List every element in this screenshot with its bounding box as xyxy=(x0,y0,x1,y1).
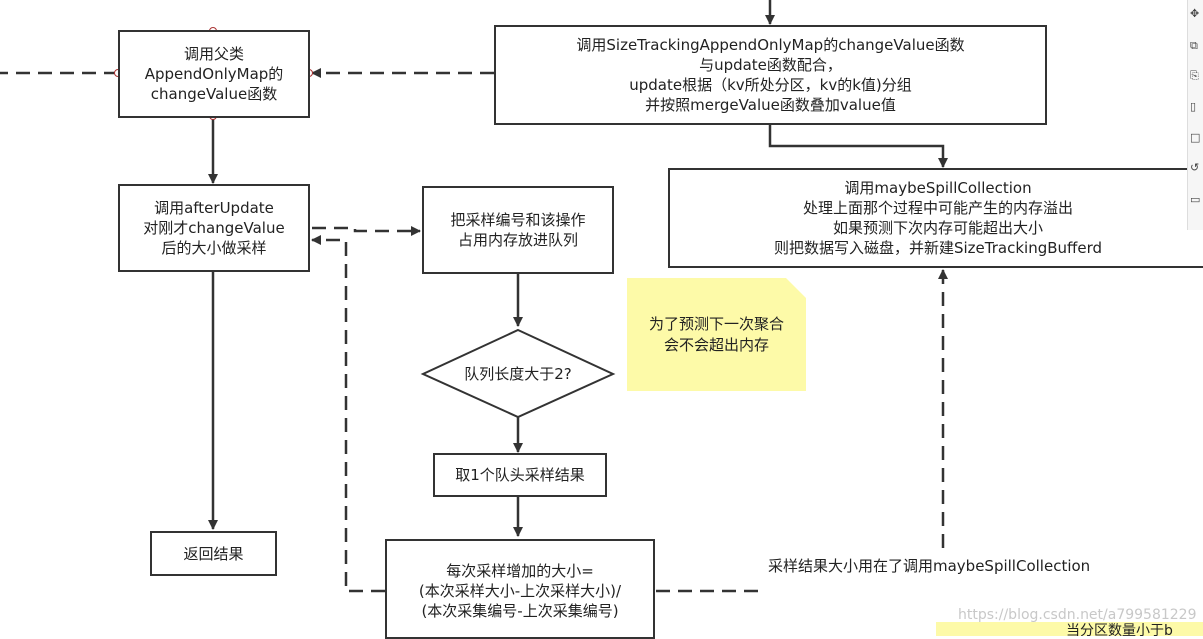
dequeue-box[interactable]: 取1个队头采样结果 xyxy=(433,453,607,497)
watermark: https://blog.csdn.net/a799581229 xyxy=(958,607,1197,623)
call-size-tracking-box[interactable]: 调用SizeTrackingAppendOnlyMap的changeValue函… xyxy=(494,25,1047,125)
after-update-line-2: 对刚才changeValue xyxy=(143,219,285,237)
growth-line-2: (本次采样大小-上次采样大小)/ xyxy=(418,582,622,600)
edge-size-tracking-to-maybe-spill xyxy=(768,125,948,168)
after-update-line-1: 调用afterUpdate xyxy=(154,199,274,217)
sticky-note[interactable]: 为了预测下一次聚合 会不会超出内存 xyxy=(627,278,806,391)
call-parent-line-1: 调用父类 xyxy=(183,45,244,63)
after-update-box[interactable]: 调用afterUpdate 对刚才changeValue 后的大小做采样 xyxy=(118,184,310,272)
frame-icon[interactable]: ▯ xyxy=(1190,100,1197,113)
maybe-spill-line-2: 处理上面那个过程中可能产生的内存溢出 xyxy=(802,199,1073,217)
call-maybe-spill-box[interactable]: 调用maybeSpillCollection 处理上面那个过程中可能产生的内存溢… xyxy=(668,168,1203,268)
enqueue-line-2: 占用内存放进队列 xyxy=(457,231,578,249)
note-line-2: 会不会超出内存 xyxy=(663,335,769,354)
page-icon[interactable]: □ xyxy=(1190,131,1201,144)
size-tracking-line-3: update根据（kv所处分区，kv的k值)分组 xyxy=(629,76,912,94)
return-result-box[interactable]: 返回结果 xyxy=(150,531,277,576)
copy-icon[interactable]: ⧉ xyxy=(1190,39,1198,52)
comment-icon[interactable]: ▭ xyxy=(1190,193,1201,206)
maybe-spill-line-3: 如果预测下次内存可能超出大小 xyxy=(832,219,1043,237)
growth-line-3: (本次采集编号-上次采集编号) xyxy=(421,602,619,620)
call-parent-line-3: changeValue函数 xyxy=(150,85,278,103)
edge-after-update-to-enqueue xyxy=(312,226,421,236)
move-icon[interactable]: ✥ xyxy=(1190,7,1200,20)
undo-icon[interactable]: ↺ xyxy=(1190,161,1200,174)
after-update-line-3: 后的大小做采样 xyxy=(161,239,267,257)
maybe-spill-line-4: 则把数据写入磁盘，并新建SizeTrackingBufferd xyxy=(773,239,1103,257)
queue-check-diamond[interactable] xyxy=(420,328,616,419)
sample-growth-box[interactable]: 每次采样增加的大小= (本次采样大小-上次采样大小)/ (本次采集编号-上次采集… xyxy=(385,539,655,639)
enqueue-line-1: 把采样编号和该操作 xyxy=(450,211,586,229)
dequeue-label: 取1个队头采样结果 xyxy=(455,466,585,484)
paste-icon[interactable]: ⎘ xyxy=(1190,69,1199,82)
call-parent-changevalue-box[interactable]: 调用父类 AppendOnlyMap的 changeValue函数 xyxy=(118,30,310,118)
call-parent-line-2: AppendOnlyMap的 xyxy=(144,65,284,83)
note-fold-cover xyxy=(786,278,806,298)
growth-line-1: 每次采样增加的大小= xyxy=(446,562,594,580)
bottom-partial-note[interactable]: 当分区数量小于b xyxy=(936,622,1203,636)
queue-check-label: 队列长度大于2? xyxy=(464,365,572,383)
size-tracking-line-4: 并按照mergeValue函数叠加value值 xyxy=(645,96,896,114)
size-tracking-line-1: 调用SizeTrackingAppendOnlyMap的changeValue函… xyxy=(576,36,965,54)
edge-growth-to-after-update xyxy=(311,235,385,593)
size-tracking-line-2: 与update函数配合， xyxy=(699,56,842,74)
note-line-1: 为了预测下一次聚合 xyxy=(648,314,784,333)
bottom-strip-text: 当分区数量小于b xyxy=(1066,623,1173,636)
enqueue-box[interactable]: 把采样编号和该操作 占用内存放进队列 xyxy=(422,186,614,274)
right-toolbar: ✥ ⧉ ⎘ ▯ □ ↺ ▭ xyxy=(1187,0,1203,230)
maybe-spill-line-1: 调用maybeSpillCollection xyxy=(844,179,1032,197)
return-result-label: 返回结果 xyxy=(183,544,244,563)
edge-label-sample-result: 采样结果大小用在了调用maybeSpillCollection xyxy=(768,557,1091,575)
